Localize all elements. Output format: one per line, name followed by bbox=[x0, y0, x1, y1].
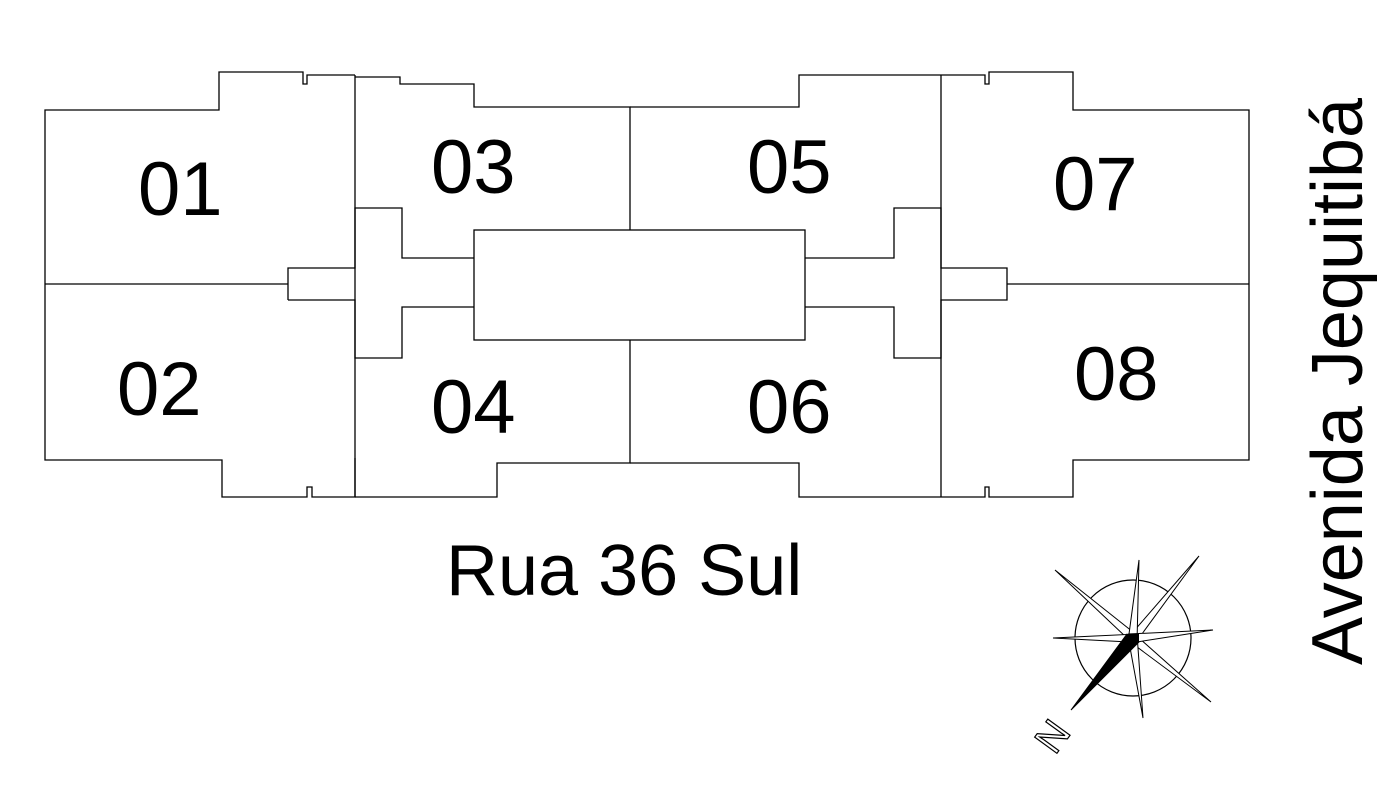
unit-label-04: 04 bbox=[431, 365, 516, 450]
unit-06-outline bbox=[630, 462, 941, 498]
compass-north-letter: N bbox=[1027, 712, 1080, 761]
wing-right-outline bbox=[941, 71, 1250, 498]
unit-label-05: 05 bbox=[747, 125, 832, 210]
unit-05-outline bbox=[630, 74, 941, 108]
hall-right-cross bbox=[805, 207, 1008, 359]
wing-left-outline bbox=[44, 71, 356, 498]
street-label-south: Rua 36 Sul bbox=[446, 531, 802, 611]
unit-label-01: 01 bbox=[138, 147, 223, 232]
hall-left-cross bbox=[287, 207, 474, 359]
street-label-east: Avenida Jequitibá bbox=[1298, 97, 1378, 665]
unit-label-02: 02 bbox=[117, 347, 202, 432]
floor-plan-walls bbox=[44, 71, 1250, 498]
compass-rose-icon: N bbox=[1026, 555, 1214, 762]
unit-label-06: 06 bbox=[747, 365, 832, 450]
unit-label-08: 08 bbox=[1074, 332, 1159, 417]
central-core bbox=[473, 229, 806, 341]
unit-label-03: 03 bbox=[431, 125, 516, 210]
unit-label-07: 07 bbox=[1053, 142, 1138, 227]
unit-labels: 01 02 03 04 05 06 07 08 bbox=[117, 125, 1159, 450]
unit-04-outline bbox=[355, 340, 631, 498]
